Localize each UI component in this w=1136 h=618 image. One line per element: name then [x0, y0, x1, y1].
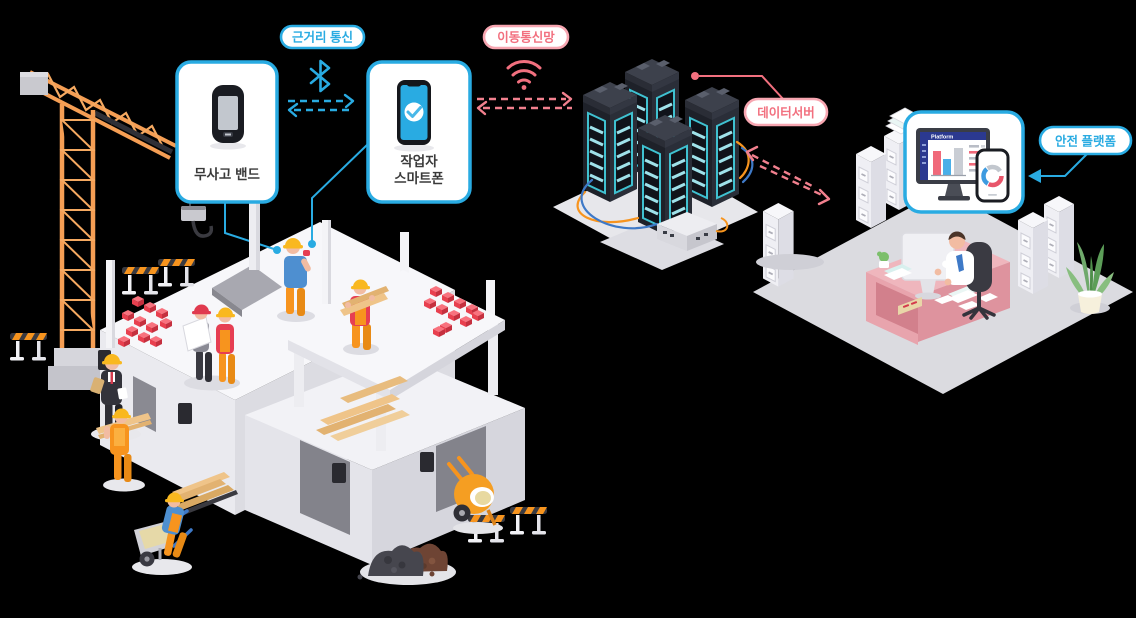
band-box-pole: [249, 200, 260, 270]
worker-carrying-plank-ground: [96, 408, 152, 492]
worker-label-2: 스마트폰: [394, 171, 444, 186]
file-cabinet-mid: [762, 202, 795, 288]
bluetooth-arrows: [287, 93, 355, 118]
platform-arrowhead: [1028, 169, 1041, 183]
worker-wheelbarrow: [132, 492, 193, 575]
worker-label-1: 작업자: [400, 153, 438, 169]
safety-platform-pill: [1038, 125, 1133, 156]
rebar-columns: [106, 220, 331, 348]
short-range-comm: 근거리 통신: [279, 24, 366, 118]
smartphone-device-icon: [397, 80, 431, 145]
phone-connector-dot: [308, 240, 316, 248]
platform-phone: [975, 148, 1010, 203]
crane-hook: [181, 206, 214, 238]
mobile-network-pill: [482, 24, 570, 50]
data-servers: 데이터서버: [553, 57, 831, 270]
server-rack: [581, 80, 639, 204]
office-manager: [934, 231, 996, 320]
band-connector-dot: [273, 246, 281, 254]
worker-raised-hand: [277, 238, 315, 322]
desk-nameplate: [898, 297, 922, 315]
wifi-icon: [506, 60, 542, 90]
roof-opening: [212, 265, 282, 310]
phone-connector-line: [311, 143, 369, 241]
safety-platform-label: 안전 플랫폼: [1055, 134, 1116, 149]
platform-screen-title: Platform: [931, 135, 953, 141]
short-range-label: 근거리 통신: [292, 30, 353, 45]
mobile-network-arrows: [476, 91, 573, 116]
smart-band-device-icon: [212, 85, 244, 143]
safety-platform-callout: Platform 안전 플랫폼: [903, 110, 1133, 214]
office-scene: Platform 안전 플랫폼: [753, 107, 1133, 394]
lumber-stacks: [168, 376, 410, 515]
server-rack: [683, 85, 741, 209]
dirt-piles: [357, 543, 456, 585]
data-server-pill: [743, 97, 829, 127]
data-server-callout: 데이터서버: [691, 72, 829, 127]
desk-cactus: [877, 251, 889, 268]
data-server-label: 데이터서버: [757, 105, 815, 120]
construction-site: [10, 70, 547, 585]
network-switch: [657, 212, 729, 251]
server-cables: [576, 140, 754, 230]
smartphone-callout-box: 작업자 스마트폰: [366, 60, 472, 204]
potted-plant: [1066, 242, 1114, 314]
workers-blueprint-pair: [182, 304, 240, 391]
band-label: 무사고 밴드: [194, 167, 260, 182]
bluetooth-icon: [309, 59, 331, 93]
mobile-network-label: 이동통신망: [497, 30, 555, 45]
mobile-network-comm: 이동통신망: [476, 24, 573, 116]
cement-mixer: [447, 456, 503, 534]
server-to-office-arrows: [745, 145, 831, 206]
short-range-pill: [279, 24, 366, 50]
platform-dashboard-monitor: Platform: [916, 128, 990, 201]
band-callout-box: 무사고 밴드: [175, 60, 279, 204]
worker-carrying-planks-roof: [340, 279, 389, 355]
